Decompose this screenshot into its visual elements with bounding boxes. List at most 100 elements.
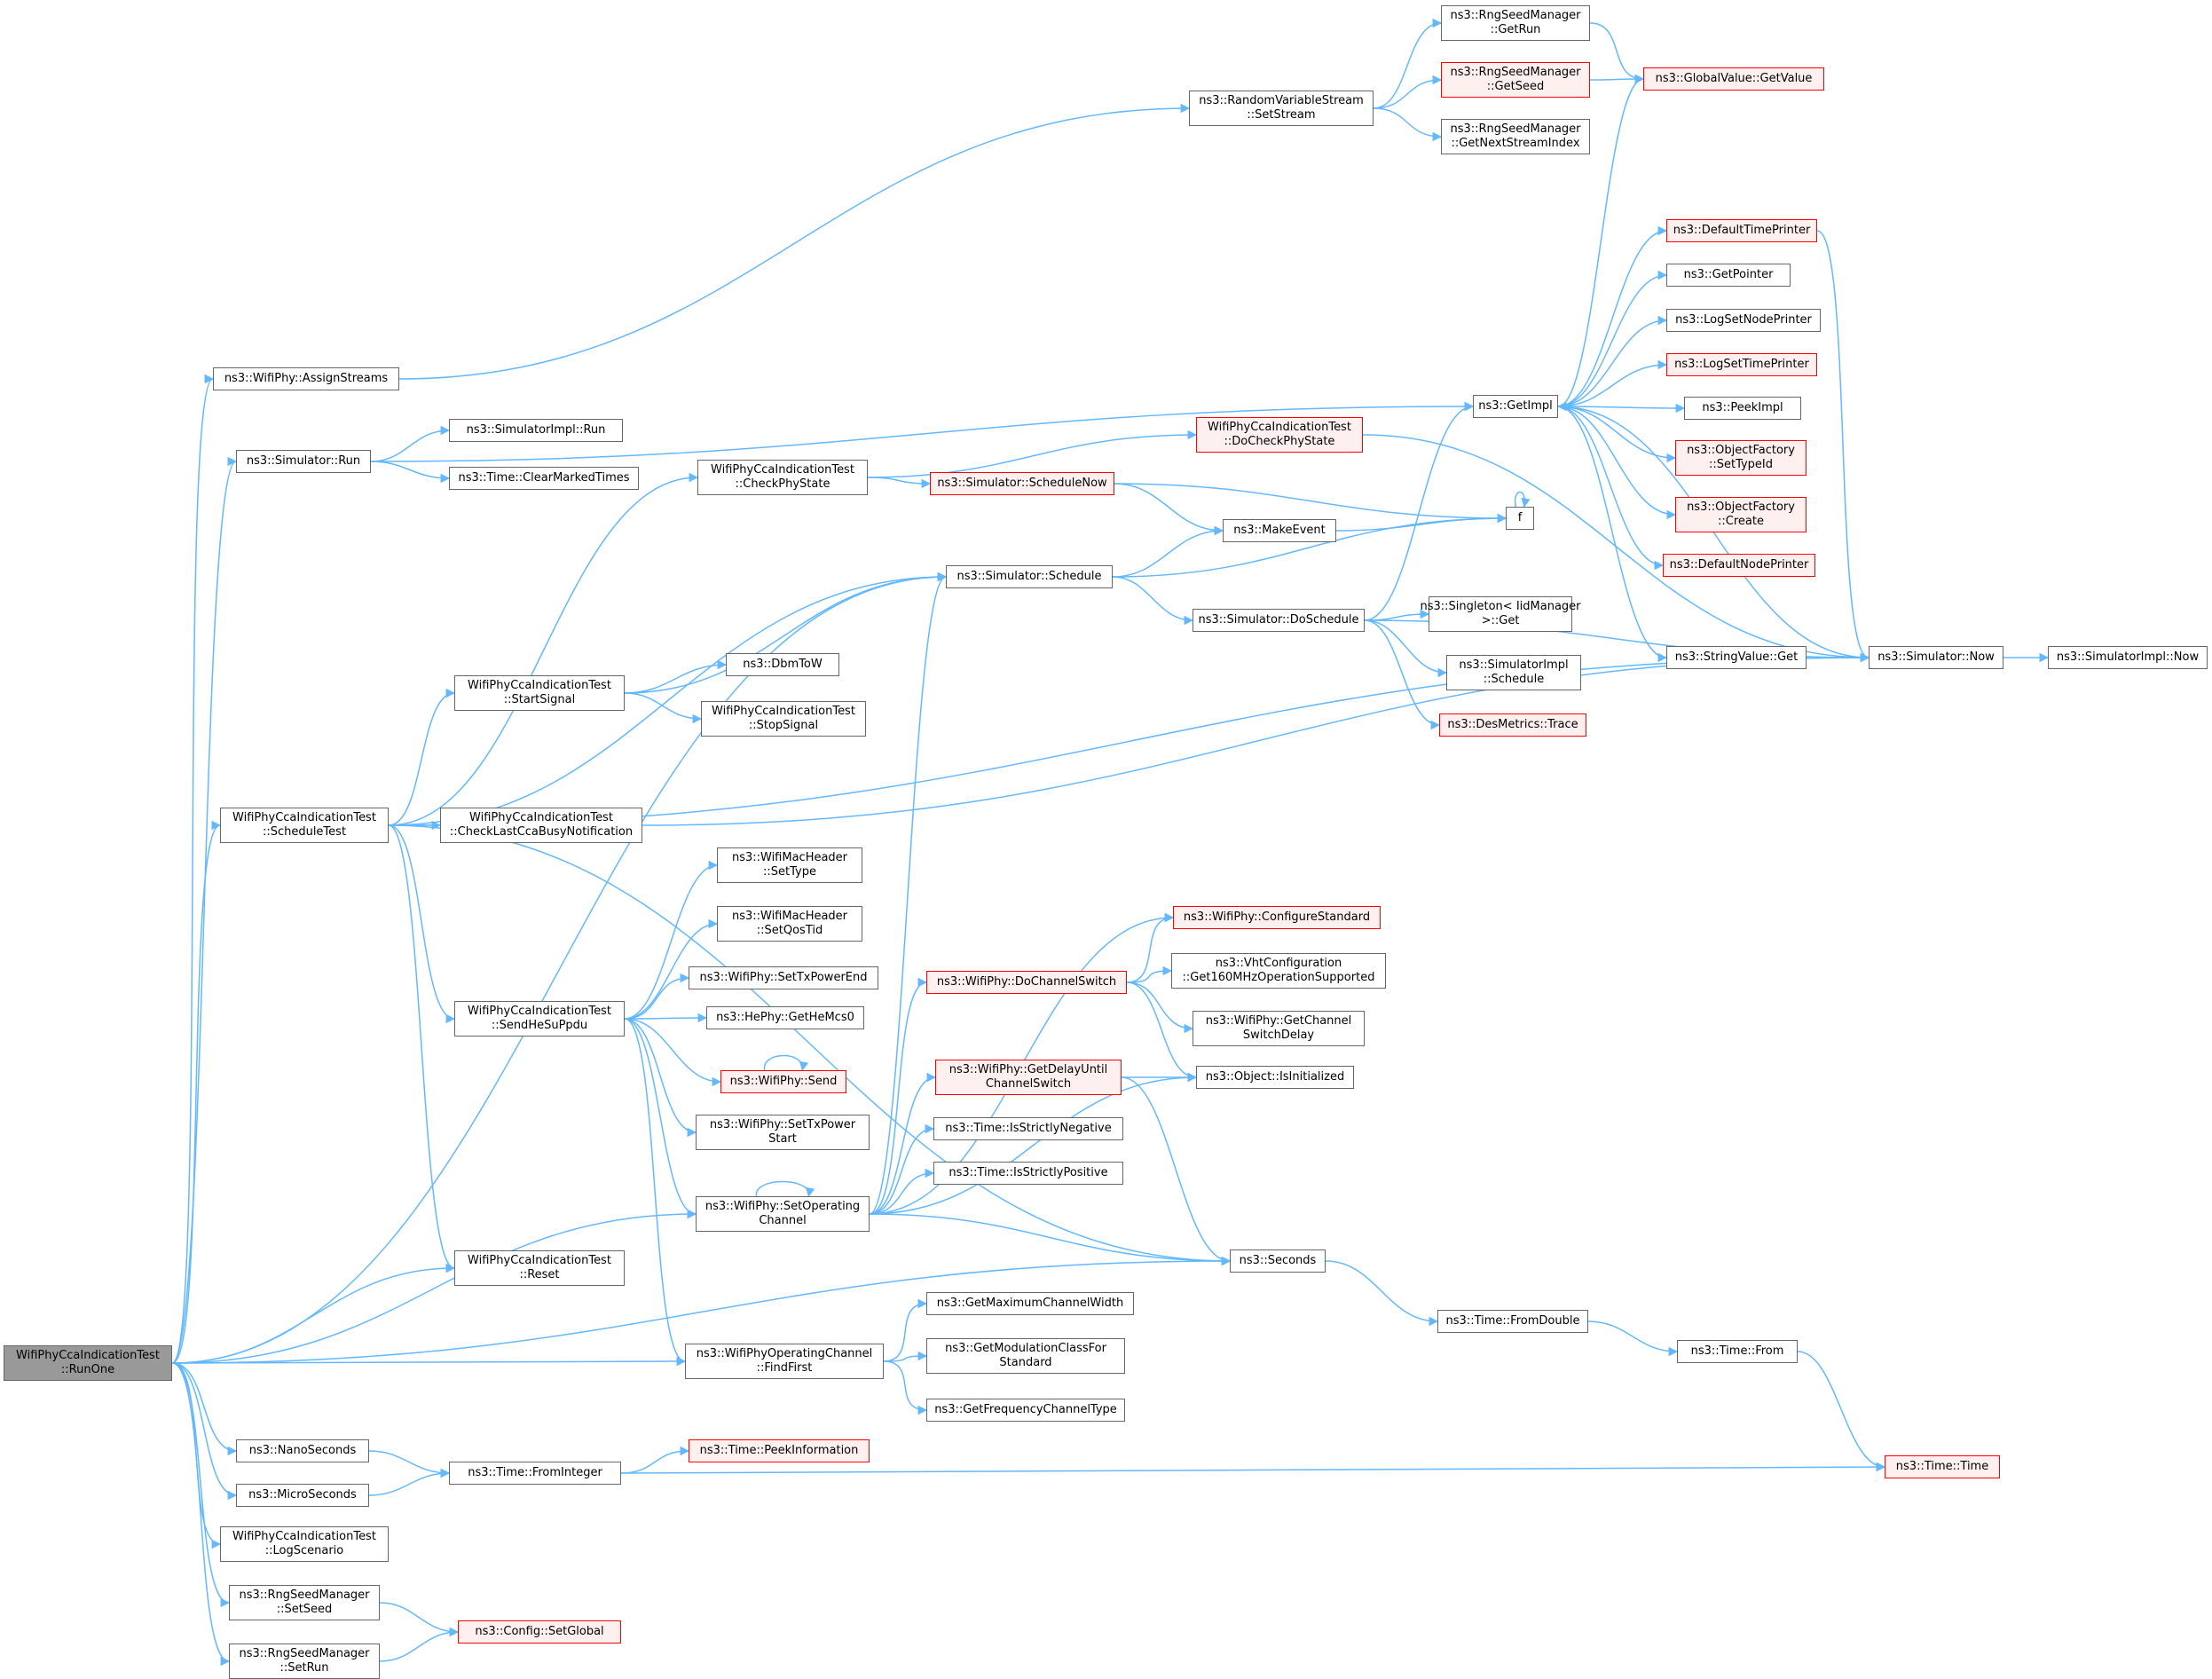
node-label: ns3::GetImpl: [1478, 399, 1553, 413]
edge-doschedule-to-getimpl: [1364, 401, 1475, 621]
node-label: ns3::Simulator::Now: [1877, 650, 1995, 664]
edge-fromdouble-to-timefrom: [1587, 1320, 1679, 1357]
node-peekimpl[interactable]: ns3::PeekImpl: [1684, 397, 1801, 420]
node-configurestandard[interactable]: ns3::WifiPhy::ConfigureStandard: [1173, 906, 1381, 929]
node-assignstreams[interactable]: ns3::WifiPhy::AssignStreams: [213, 367, 399, 390]
node-dbmtow[interactable]: ns3::DbmToW: [726, 653, 839, 676]
node-getrun[interactable]: ns3::RngSeedManager ::GetRun: [1441, 5, 1590, 41]
node-label: ns3::GetModulationClassFor Standard: [945, 1342, 1106, 1369]
node-fromdouble[interactable]: ns3::Time::FromDouble: [1437, 1310, 1588, 1333]
node-label: ns3::WifiPhy::GetChannel SwitchDelay: [1205, 1014, 1352, 1042]
node-simschedule[interactable]: ns3::Simulator::Schedule: [946, 565, 1113, 588]
node-stringvalueget[interactable]: ns3::StringValue::Get: [1666, 646, 1807, 669]
node-label: ns3::RngSeedManager ::SetRun: [239, 1647, 370, 1675]
edge-setstream-to-getnextstream: [1373, 107, 1443, 142]
node-reset[interactable]: WifiPhyCcaIndicationTest ::Reset: [454, 1250, 625, 1286]
node-scheduletest[interactable]: WifiPhyCcaIndicationTest ::ScheduleTest: [220, 808, 389, 843]
node-makeevent[interactable]: ns3::MakeEvent: [1223, 519, 1336, 542]
node-isinitialized[interactable]: ns3::Object::IsInitialized: [1196, 1066, 1354, 1089]
node-getpointer[interactable]: ns3::GetPointer: [1666, 264, 1791, 287]
node-schedulenow[interactable]: ns3::Simulator::ScheduleNow: [930, 472, 1114, 495]
node-setoperating[interactable]: ns3::WifiPhy::SetOperating Channel: [696, 1196, 870, 1232]
node-logsetnodeprinter[interactable]: ns3::LogSetNodePrinter: [1666, 309, 1821, 332]
node-getmaxchannelwidth[interactable]: ns3::GetMaximumChannelWidth: [926, 1292, 1134, 1315]
node-globalvalue[interactable]: ns3::GlobalValue::GetValue: [1643, 67, 1824, 91]
node-f[interactable]: f: [1506, 507, 1534, 530]
node-getdelayuntil[interactable]: ns3::WifiPhy::GetDelayUntil ChannelSwitc…: [935, 1060, 1122, 1095]
node-label: ns3::Time::PeekInformation: [699, 1444, 859, 1457]
edge-runone-to-setseed: [171, 1362, 231, 1608]
edge-getimpl-to-logsetnodeprinter: [1557, 315, 1668, 407]
node-simimplnow[interactable]: ns3::SimulatorImpl::Now: [2048, 646, 2208, 669]
node-stopsignal[interactable]: WifiPhyCcaIndicationTest ::StopSignal: [701, 701, 866, 737]
node-label: ns3::GetPointer: [1683, 268, 1774, 281]
node-desmetrics[interactable]: ns3::DesMetrics::Trace: [1439, 713, 1586, 737]
node-simnow[interactable]: ns3::Simulator::Now: [1869, 646, 2003, 669]
node-isstrictlyneg[interactable]: ns3::Time::IsStrictlyNegative: [933, 1117, 1123, 1140]
node-getseed[interactable]: ns3::RngSeedManager ::GetSeed: [1441, 62, 1590, 98]
node-setseed[interactable]: ns3::RngSeedManager ::SetSeed: [229, 1585, 380, 1620]
node-defaultnodeprinter[interactable]: ns3::DefaultNodePrinter: [1663, 554, 1815, 577]
node-microseconds[interactable]: ns3::MicroSeconds: [236, 1484, 369, 1507]
node-peekinformation[interactable]: ns3::Time::PeekInformation: [689, 1439, 870, 1462]
node-nanoseconds[interactable]: ns3::NanoSeconds: [236, 1439, 369, 1462]
node-settxpowerstart[interactable]: ns3::WifiPhy::SetTxPower Start: [696, 1115, 870, 1150]
node-checklastcca[interactable]: WifiPhyCcaIndicationTest ::CheckLastCcaB…: [440, 808, 642, 843]
edge-setoperating-to-isinitialized: [869, 1072, 1198, 1215]
node-label: ns3::ObjectFactory ::Create: [1687, 501, 1795, 528]
node-ofcreate[interactable]: ns3::ObjectFactory ::Create: [1675, 497, 1807, 532]
node-doschedule[interactable]: ns3::Simulator::DoSchedule: [1193, 609, 1365, 632]
node-clearmarked[interactable]: ns3::Time::ClearMarkedTimes: [449, 467, 639, 490]
node-getfreqchanneltype[interactable]: ns3::GetFrequencyChannelType: [926, 1399, 1125, 1422]
node-settypeid[interactable]: ns3::ObjectFactory ::SetTypeId: [1675, 440, 1807, 476]
node-settxpowerend[interactable]: ns3::WifiPhy::SetTxPowerEnd: [689, 966, 878, 989]
node-logsettimeprinter[interactable]: ns3::LogSetTimePrinter: [1666, 353, 1817, 376]
node-label: WifiPhyCcaIndicationTest ::RunOne: [16, 1349, 160, 1376]
node-startsignal[interactable]: WifiPhyCcaIndicationTest ::StartSignal: [454, 675, 625, 711]
node-simimplschedule[interactable]: ns3::SimulatorImpl ::Schedule: [1446, 655, 1581, 690]
edge-startsignal-to-simschedule: [624, 571, 948, 694]
node-label: WifiPhyCcaIndicationTest ::ScheduleTest: [232, 811, 376, 839]
node-seconds[interactable]: ns3::Seconds: [1230, 1249, 1326, 1273]
node-singletonget[interactable]: ns3::Singleton< IidManager >::Get: [1421, 596, 1581, 632]
node-setstream[interactable]: ns3::RandomVariableStream ::SetStream: [1189, 91, 1374, 126]
node-docheckphystate[interactable]: WifiPhyCcaIndicationTest ::DoCheckPhySta…: [1196, 417, 1363, 453]
node-simimplrun[interactable]: ns3::SimulatorImpl::Run: [449, 419, 623, 442]
edge-scheduletest-to-reset: [388, 824, 456, 1273]
node-logscenario[interactable]: WifiPhyCcaIndicationTest ::LogScenario: [220, 1526, 389, 1562]
node-label: ns3::RandomVariableStream ::SetStream: [1199, 94, 1364, 122]
edge-sendhesuppdu-to-settype: [624, 860, 719, 1020]
node-checkphystate[interactable]: WifiPhyCcaIndicationTest ::CheckPhyState: [697, 460, 868, 495]
node-label: WifiPhyCcaIndicationTest ::DoCheckPhySta…: [1208, 421, 1351, 448]
node-defaulttimeprinter[interactable]: ns3::DefaultTimePrinter: [1666, 219, 1817, 242]
node-sendhesuppdu[interactable]: WifiPhyCcaIndicationTest ::SendHeSuPpdu: [454, 1001, 625, 1037]
node-timefrom[interactable]: ns3::Time::From: [1677, 1340, 1798, 1363]
node-label: ns3::Config::SetGlobal: [475, 1625, 604, 1638]
node-getimpl[interactable]: ns3::GetImpl: [1473, 395, 1558, 418]
node-setqostid[interactable]: ns3::WifiMacHeader ::SetQosTid: [717, 906, 862, 942]
node-gethemcs0[interactable]: ns3::HePhy::GetHeMcs0: [706, 1006, 864, 1029]
node-setrun[interactable]: ns3::RngSeedManager ::SetRun: [229, 1644, 380, 1679]
node-dochannelswitch[interactable]: ns3::WifiPhy::DoChannelSwitch: [926, 971, 1127, 994]
node-simrun[interactable]: ns3::Simulator::Run: [236, 450, 371, 473]
node-getchannelswitchdelay[interactable]: ns3::WifiPhy::GetChannel SwitchDelay: [1193, 1011, 1365, 1046]
node-timetime[interactable]: ns3::Time::Time: [1885, 1455, 2000, 1478]
node-isstrictlypos[interactable]: ns3::Time::IsStrictlyPositive: [933, 1162, 1123, 1185]
edge-setoperating-to-isstrictlypos: [869, 1168, 935, 1215]
node-label: ns3::WifiPhy::Send: [729, 1075, 838, 1088]
node-getmodclass[interactable]: ns3::GetModulationClassFor Standard: [926, 1338, 1125, 1374]
edge-checkphystate-to-docheckphystate: [867, 430, 1198, 478]
node-label: WifiPhyCcaIndicationTest ::CheckLastCcaB…: [449, 811, 634, 839]
edge-dochannelswitch-to-configurestandard: [1126, 912, 1175, 983]
node-setglobal[interactable]: ns3::Config::SetGlobal: [458, 1620, 621, 1644]
node-settype[interactable]: ns3::WifiMacHeader ::SetType: [717, 847, 862, 883]
node-wifiphysend[interactable]: ns3::WifiPhy::Send: [720, 1070, 846, 1093]
node-findfirst[interactable]: ns3::WifiPhyOperatingChannel ::FindFirst: [685, 1344, 884, 1379]
node-label: WifiPhyCcaIndicationTest ::Reset: [468, 1254, 611, 1281]
node-getnextstream[interactable]: ns3::RngSeedManager ::GetNextStreamIndex: [1441, 119, 1590, 154]
node-label: ns3::WifiPhy::GetDelayUntil ChannelSwitc…: [949, 1063, 1108, 1091]
node-vhtconfig[interactable]: ns3::VhtConfiguration ::Get160MHzOperati…: [1171, 953, 1386, 989]
node-runone[interactable]: WifiPhyCcaIndicationTest ::RunOne: [4, 1345, 172, 1381]
node-frominteger[interactable]: ns3::Time::FromInteger: [449, 1462, 621, 1485]
